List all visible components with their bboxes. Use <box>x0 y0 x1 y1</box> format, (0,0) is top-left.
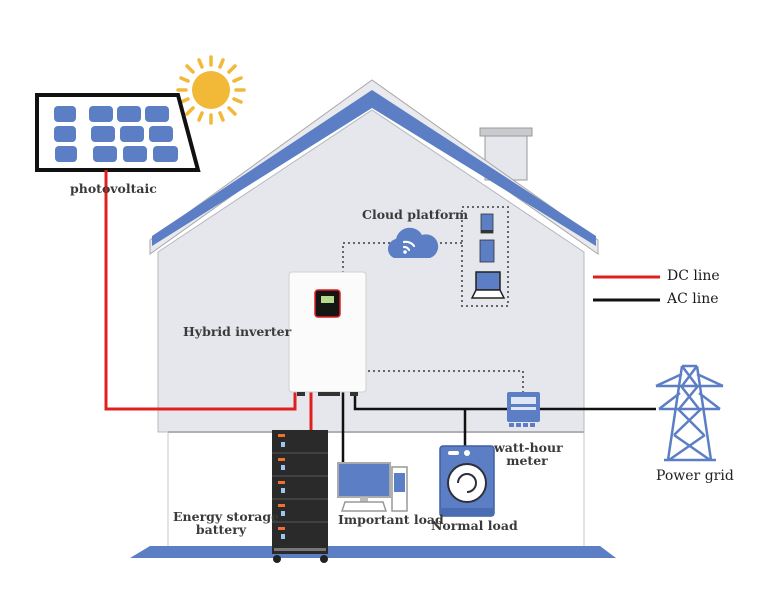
floor <box>130 546 616 558</box>
laptop-icon <box>470 271 506 299</box>
transmission-tower-icon <box>655 364 724 462</box>
label-important-load: Important load <box>338 512 444 527</box>
solar-panel-icon <box>35 93 201 172</box>
ac-lines <box>341 392 656 470</box>
label-energy-storage: Energy storage battery <box>173 509 280 537</box>
legend-ac-label: AC line <box>667 291 719 307</box>
label-cloud-platform: Cloud platform <box>362 207 469 222</box>
roof <box>149 79 599 255</box>
inverter-icon <box>288 271 367 396</box>
label-watt-hour-line2: meter <box>506 453 548 468</box>
tablet-icon <box>479 239 495 263</box>
washing-machine-icon <box>439 445 495 517</box>
dc-lines <box>104 170 313 431</box>
label-watt-hour-line1: watt-hour <box>494 440 563 455</box>
phone-icon <box>480 213 494 234</box>
label-hybrid-inverter: Hybrid inverter <box>183 324 292 339</box>
label-energy-storage-line1: Energy storage <box>173 509 280 524</box>
cloud-wifi-icon <box>387 227 439 258</box>
label-energy-storage-line2: battery <box>195 522 247 537</box>
legend-dc-label: DC line <box>667 268 720 284</box>
label-photovoltaic: photovoltaic <box>70 181 157 196</box>
electric-meter-icon <box>507 392 540 427</box>
label-normal-load: Normal load <box>431 518 518 533</box>
label-watt-hour-meter: watt-hour meter <box>494 440 563 468</box>
desktop-computer-icon <box>337 462 408 512</box>
sun-icon <box>176 55 246 125</box>
label-power-grid: Power grid <box>656 468 734 484</box>
battery-rack-icon <box>272 430 328 563</box>
